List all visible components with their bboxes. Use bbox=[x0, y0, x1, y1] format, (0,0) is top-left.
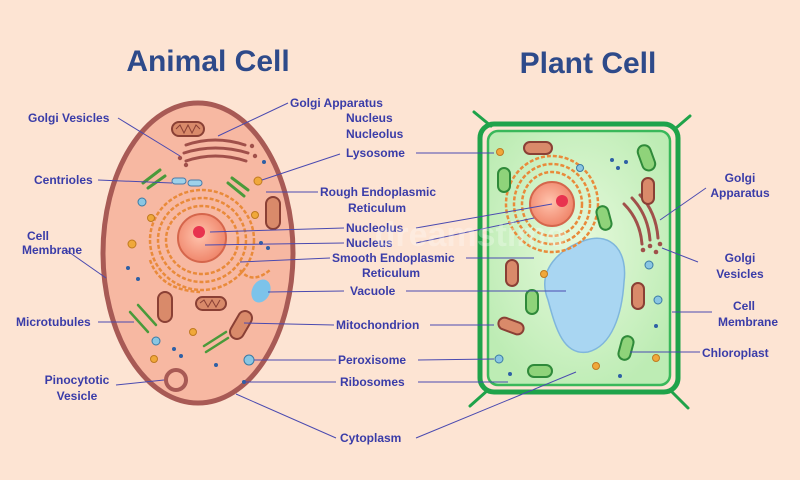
plant-cell-title: Plant Cell bbox=[520, 47, 657, 80]
animal-golgi-vesicles-shape bbox=[177, 143, 258, 168]
animal-nucleolus bbox=[193, 226, 205, 238]
label-mitochondrion: Mitochondrion bbox=[336, 318, 419, 332]
label-vacuole: Vacuole bbox=[350, 284, 396, 298]
label-plant-golgi-2: Apparatus bbox=[710, 186, 770, 200]
label-peroxisome: Peroxisome bbox=[338, 353, 406, 367]
label-smooth-er-2: Reticulum bbox=[362, 266, 420, 280]
animal-vacuole bbox=[251, 279, 271, 303]
label-cytoplasm: Cytoplasm bbox=[340, 431, 401, 445]
label-pinocytotic-2: Vesicle bbox=[57, 389, 98, 403]
watermark: dreamstime bbox=[375, 216, 566, 254]
label-smooth-er-1: Smooth Endoplasmic bbox=[332, 251, 455, 265]
animal-cell bbox=[100, 100, 296, 406]
animal-nucleus bbox=[177, 213, 227, 263]
label-nucleolus: Nucleolus bbox=[346, 221, 404, 235]
label-plant-golgi-1: Golgi bbox=[725, 171, 756, 185]
label-nucleus-top: Nucleus bbox=[346, 111, 393, 125]
label-rough-er-1: Rough Endoplasmic bbox=[320, 185, 436, 199]
animal-rough-er bbox=[148, 188, 271, 294]
animal-microtubules-shape bbox=[128, 303, 230, 354]
pinocytotic-vesicle-shape bbox=[164, 368, 188, 392]
label-nucleolus-top: Nucleolus bbox=[346, 127, 404, 141]
label-chloroplast: Chloroplast bbox=[702, 346, 769, 360]
labels: Golgi Vesicles Centrioles Cell Membrane … bbox=[16, 96, 778, 445]
label-plant-golgi-vesicles-2: Vesicles bbox=[716, 267, 764, 281]
label-ribosomes: Ribosomes bbox=[340, 375, 405, 389]
label-lysosome: Lysosome bbox=[346, 146, 405, 160]
label-animal-golgi-vesicles: Golgi Vesicles bbox=[28, 111, 110, 125]
plant-ribosomes bbox=[508, 158, 658, 378]
label-plant-cell-membrane-2: Membrane bbox=[718, 315, 778, 329]
plant-nucleolus bbox=[556, 195, 568, 207]
label-pinocytotic-1: Pinocytotic bbox=[45, 373, 110, 387]
label-centrioles: Centrioles bbox=[34, 173, 93, 187]
label-golgi-apparatus: Golgi Apparatus bbox=[290, 96, 383, 110]
plant-peroxisomes bbox=[494, 164, 663, 364]
plant-golgi-vesicles-shape bbox=[640, 241, 663, 255]
plant-cell bbox=[468, 110, 692, 410]
animal-cell-title: Animal Cell bbox=[126, 45, 289, 78]
label-rough-er-2: Reticulum bbox=[348, 201, 406, 215]
label-plant-golgi-vesicles-1: Golgi bbox=[725, 251, 756, 265]
label-animal-cell-membrane-1: Cell bbox=[27, 229, 49, 243]
label-microtubules: Microtubules bbox=[16, 315, 91, 329]
plant-chloroplasts bbox=[497, 144, 657, 378]
label-animal-cell-membrane-2: Membrane bbox=[22, 243, 82, 257]
plant-lysosomes bbox=[496, 148, 660, 370]
animal-peroxisomes bbox=[137, 197, 255, 366]
label-plant-cell-membrane-1: Cell bbox=[733, 299, 755, 313]
plant-mitochondria bbox=[497, 141, 655, 336]
animal-ribosomes bbox=[126, 160, 270, 384]
label-nucleus: Nucleus bbox=[346, 236, 393, 250]
leader-lines bbox=[65, 102, 712, 439]
animal-golgi-shape bbox=[182, 138, 250, 163]
animal-lysosomes bbox=[127, 176, 263, 363]
plant-rough-er bbox=[504, 154, 600, 254]
